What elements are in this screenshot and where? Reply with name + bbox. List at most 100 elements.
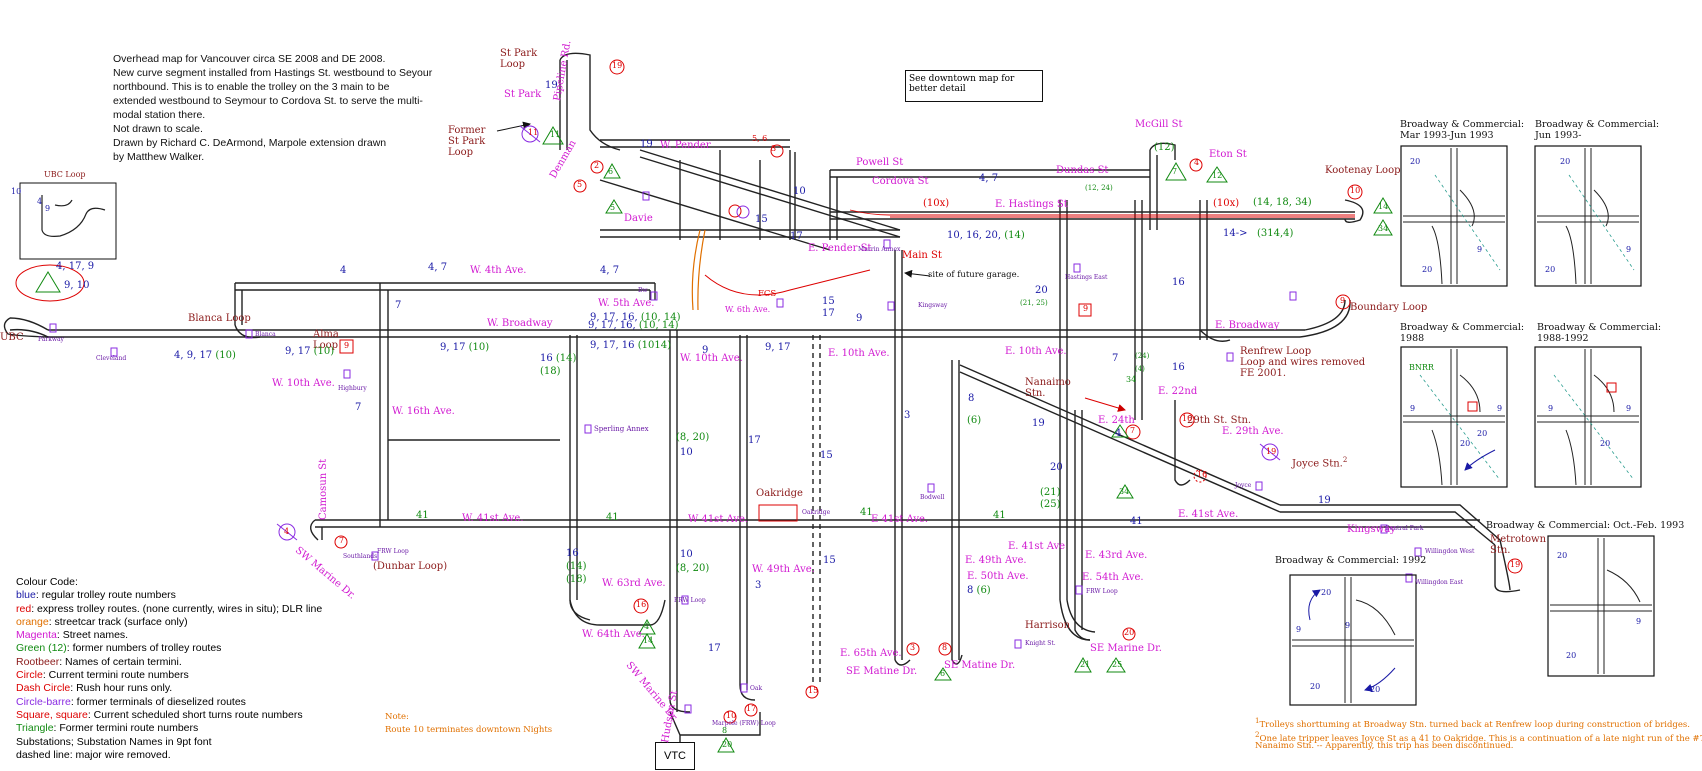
substation-sperling: Sperling Annex [594, 425, 649, 433]
substation-icons [49, 191, 1422, 714]
street-e49th: E. 49th Ave. [965, 555, 1027, 566]
short-turn-squares [339, 303, 1092, 522]
note-heading: Note: [385, 712, 409, 722]
nanaimo-label: Nanaimo Stn. [1025, 377, 1071, 399]
street-sematine-1: SE Matine Dr. [846, 666, 918, 677]
termini-circles [334, 59, 1523, 724]
street-w64th: W. 64th Ave. [582, 629, 645, 640]
legend-row: Magenta: Street names. [16, 629, 129, 642]
garage-route [704, 269, 1126, 412]
legend-row: blue: regular trolley route numbers [16, 589, 176, 602]
substation-frw-3: FRW Loop [377, 548, 409, 555]
future-garage-label: site of future garage. [928, 270, 1020, 280]
substation-marpole: Marpole (FRW) Loop [712, 720, 776, 727]
substation-bodwell: Bodwell [920, 494, 945, 501]
streetcar-track [691, 229, 706, 311]
inset-title: Broadway & Commercial:1988-1992 [1537, 322, 1662, 344]
footnote-2: 2One late tripper leaves Joyce St as a 4… [1255, 730, 1702, 744]
dash-circle [1193, 469, 1207, 483]
legend-row: Substations; Substation Names in 9pt fon… [16, 735, 212, 748]
street-e41st-b: E. 41st Ave [1008, 541, 1066, 552]
street-e24th: E. 24th [1098, 415, 1135, 426]
legend-row: dashed line: major wire removed. [16, 748, 171, 761]
intro-line: extended westbound to Seymour to Cordova… [113, 95, 423, 107]
metrotown-label: Metrotown Stn. [1490, 534, 1547, 556]
legend-row: red: express trolley routes. (none curre… [16, 602, 323, 615]
legend-row: orange: streetcar track (surface only) [16, 615, 188, 628]
ubc-circle [15, 264, 85, 302]
inset-title: Broadway & Commercial: Oct.-Feb. 1993 [1486, 520, 1685, 531]
substation-hastings-east: Hastings East [1065, 274, 1108, 281]
st29-label: 29th St. Stn. [1187, 415, 1252, 426]
street-w41st-b: W 41st Ave. [688, 514, 749, 525]
street-e43rd: E. 43rd Ave. [1085, 550, 1148, 561]
inset-wires [1292, 148, 1652, 703]
renfrew-fe: FE 2001. [1240, 368, 1287, 379]
map-description: Overhead map for Vancouver circa SE 2008… [113, 52, 443, 164]
intro-line: modal station there. [113, 109, 206, 121]
circle-barre-markers [276, 125, 1281, 541]
pointer-arrows [496, 121, 931, 278]
footnote-1: 1Trolleys shorttuming at Broadway Stn. t… [1255, 716, 1690, 730]
dunbar-loop-label: (Dunbar Loop) [373, 561, 448, 572]
substation-blanca: Blanca [255, 331, 276, 338]
inset-title: Broadway & Commercial:Mar 1993-Jun 1993 [1400, 119, 1525, 141]
substation-murrin: Murrin Annex [858, 246, 901, 253]
street-e50th: E. 50th Ave. [967, 571, 1029, 582]
street-main: Main St [902, 250, 942, 261]
intro-line: by Matthew Walker. [113, 151, 205, 163]
oakridge-label: Oakridge [756, 488, 803, 499]
blanca-loop-label: Blanca Loop [188, 313, 251, 324]
footnote-2-cont: Nanaimo Stn. -- Apparently, this trip ha… [1255, 741, 1514, 751]
street-e41st-c: E. 41st Ave. [1178, 509, 1239, 520]
intro-line: northbound. This is to enable the trolle… [113, 81, 390, 93]
vtc-box: VTC [655, 742, 695, 770]
street-w10th-b: W. 10th Ave. [680, 353, 743, 364]
inset-title: Broadway & Commercial:Jun 1993- [1535, 119, 1660, 141]
street-eton: Eton St [1209, 149, 1247, 160]
street-cordova: Cordova St [872, 176, 929, 187]
street-wpender: W. Pender [660, 140, 711, 151]
street-w5th: W. 5th Ave. [598, 298, 655, 309]
triangle-markers [542, 126, 1393, 753]
substation-cleveland: Cleveland [96, 355, 127, 362]
triangle-marker [35, 271, 61, 293]
street-w49th: W. 49th Ave. [752, 564, 815, 575]
substation-highbury: Highbury [338, 385, 367, 392]
street-w41st: W. 41st Ave. [462, 513, 524, 524]
street-w16th: W. 16th Ave. [392, 406, 455, 417]
fcs-label: FCS [758, 289, 777, 299]
legend-row: Circle-barre: former terminals of diesel… [16, 695, 246, 708]
inset-title: Broadway & Commercial: 1992 [1275, 555, 1427, 566]
intro-line: Overhead map for Vancouver circa SE 2008… [113, 53, 386, 65]
substation-knight: Knight St. [1025, 640, 1056, 647]
street-e29th: E. 29th Ave. [1222, 426, 1284, 437]
express-wires [849, 209, 1355, 218]
intro-line: Drawn by Richard C. DeArmond, Marpole ex… [113, 137, 387, 149]
legend-row: Circle: Current termini route numbers [16, 669, 189, 682]
street-camosun: Camosun St [318, 458, 329, 520]
street-e22nd: E. 22nd [1158, 386, 1198, 397]
street-kingsway: Kingsway [1347, 524, 1396, 535]
street-sematine-2: SE Matine Dr. [944, 660, 1016, 671]
inset-frames [1289, 145, 1655, 706]
street-e41st: E 41st Ave. [871, 514, 929, 525]
street-wbroadway: W. Broadway [487, 318, 553, 329]
substation-oak: Oak [750, 685, 763, 692]
downtown-note-box: See downtown map for better detail [905, 70, 1043, 102]
substation-bw: Bw [638, 287, 648, 294]
stpark-loop-label: St Park Loop [500, 48, 538, 70]
substation-joyce: Joyce [1235, 482, 1252, 489]
downtown-note-line: See downtown map for [909, 74, 1015, 84]
alma-loop-label: Alma Loop [313, 329, 339, 351]
street-semarine: SE Marine Dr. [1090, 643, 1162, 654]
ubc-loop-inset [19, 182, 117, 260]
substation-central-park: Central Park [1385, 525, 1424, 532]
legend-row: Dash Circle: Rush hour runs only. [16, 682, 173, 695]
substation-kingsway: Kingsway [918, 302, 948, 309]
legend-row: Rootbeer: Names of certain termini. [16, 655, 182, 668]
trolley-wires [3, 52, 1521, 760]
renfrew-note: Loop and wires removed [1240, 357, 1366, 368]
substation-parkway: Parkway [38, 336, 64, 343]
